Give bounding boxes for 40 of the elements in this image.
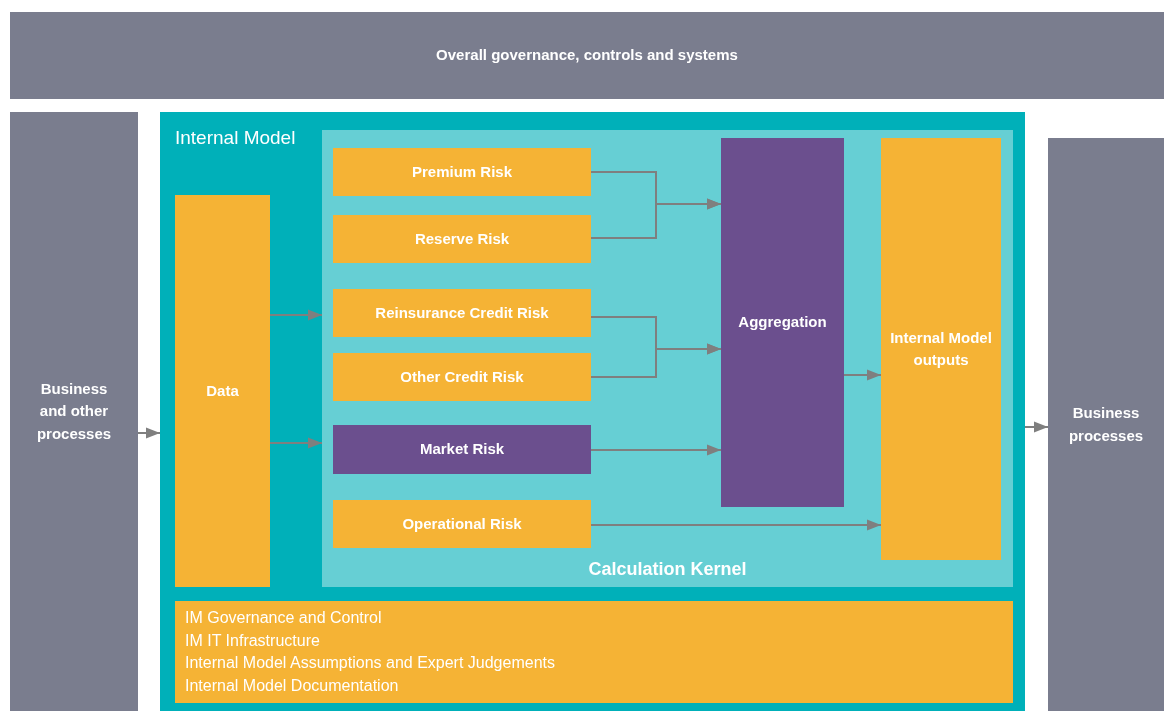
process-box bbox=[333, 500, 591, 548]
box-label: Data bbox=[206, 380, 239, 401]
box-label: Business processes bbox=[1068, 403, 1144, 446]
kernel-box bbox=[322, 130, 1013, 587]
process-box bbox=[333, 148, 591, 196]
process-box bbox=[881, 138, 1001, 560]
box-label: Aggregation bbox=[738, 312, 827, 333]
process-box bbox=[333, 289, 591, 337]
arrow bbox=[843, 369, 882, 381]
arrow bbox=[590, 519, 882, 531]
list-item: Internal Model Assumptions and Expert Judgements bbox=[185, 653, 555, 673]
list-item: IM IT Infrastructure bbox=[185, 630, 320, 651]
list-box bbox=[175, 601, 1013, 703]
arrow bbox=[1024, 421, 1049, 433]
process-box bbox=[333, 425, 591, 474]
box-label: Calculation Kernel bbox=[588, 558, 747, 581]
process-box bbox=[333, 353, 591, 401]
process-band bbox=[10, 12, 1164, 99]
box-label: Internal Model bbox=[175, 126, 296, 150]
process-band bbox=[10, 112, 138, 711]
box-label: Premium Risk bbox=[411, 161, 512, 182]
process-band bbox=[1048, 138, 1164, 711]
box-label: Reinsurance Credit Risk bbox=[375, 302, 549, 323]
box-label: Business and other processes bbox=[35, 378, 113, 444]
list-item: Internal Model Documentation bbox=[185, 675, 399, 696]
box-label: Internal Model outputs bbox=[889, 327, 993, 370]
box-label: Other Credit Risk bbox=[400, 366, 524, 387]
box-label: Overall governance, controls and systems bbox=[436, 45, 738, 66]
box-label: Market Risk bbox=[419, 439, 505, 460]
arrow bbox=[137, 427, 161, 439]
arrow bbox=[590, 444, 722, 456]
box-label: Operational Risk bbox=[402, 513, 522, 534]
box-label: Reserve Risk bbox=[414, 228, 510, 249]
list-item: IM Governance and Control bbox=[185, 608, 382, 628]
arrow bbox=[269, 437, 323, 449]
process-box bbox=[175, 195, 270, 587]
process-box bbox=[333, 215, 591, 263]
process-box bbox=[721, 138, 844, 507]
container-box bbox=[160, 112, 1025, 711]
arrow bbox=[269, 309, 323, 321]
